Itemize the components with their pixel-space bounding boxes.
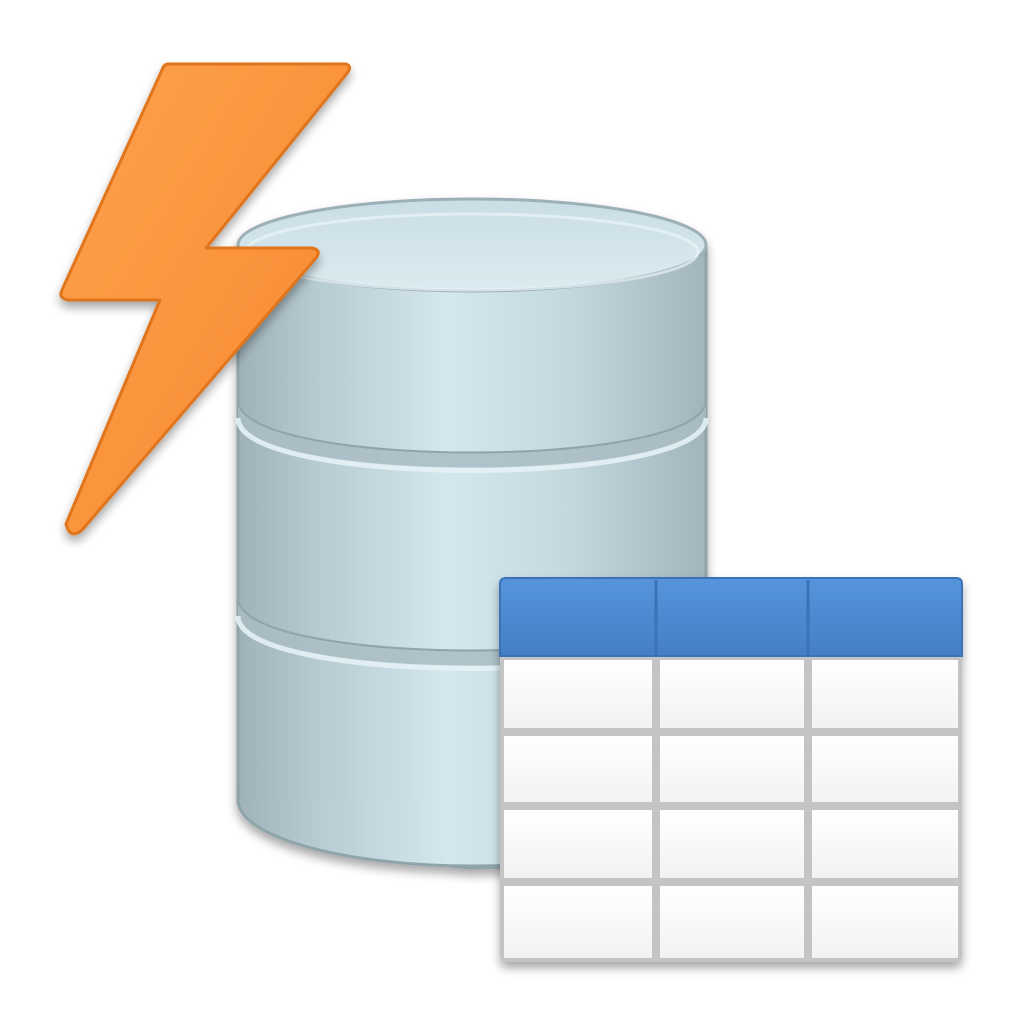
lightning-bolt-icon — [59, 62, 352, 536]
table-grid-icon — [499, 577, 963, 962]
table-body-cells — [504, 660, 958, 958]
table-header-cells — [654, 580, 810, 656]
